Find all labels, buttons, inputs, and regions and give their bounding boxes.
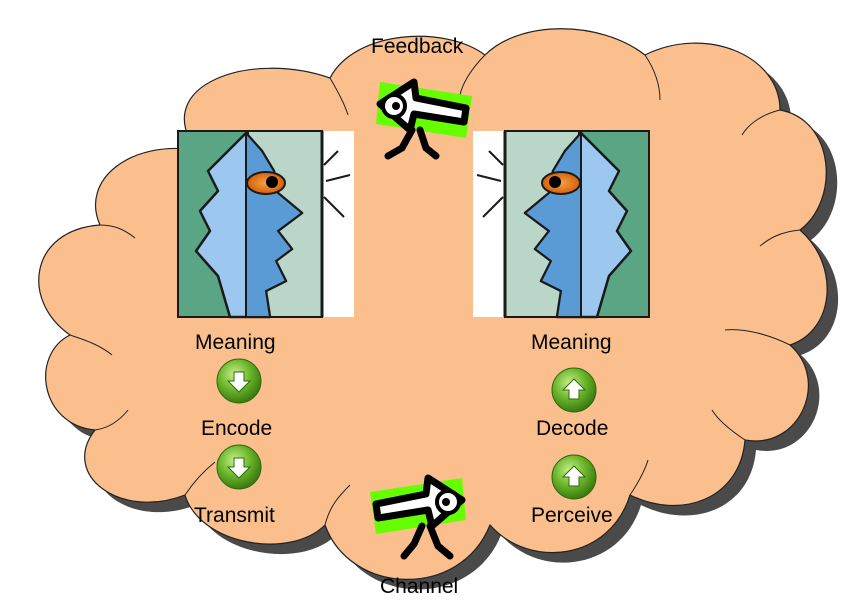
channel-walking-arrow-icon (370, 474, 466, 560)
left-face-icon (177, 130, 354, 319)
right-face-icon (473, 130, 650, 319)
encode-down-arrow-icon (216, 358, 262, 404)
channel-label: Channel (380, 575, 459, 598)
receiver-meaning-label: Meaning (531, 331, 612, 354)
perceive-up-arrow-icon (551, 454, 597, 500)
sender-meaning-label: Meaning (195, 331, 276, 354)
feedback-walking-arrow-icon (376, 78, 472, 160)
transmit-label: Transmit (194, 504, 275, 527)
feedback-label: Feedback (371, 35, 464, 58)
decode-label: Decode (536, 417, 609, 440)
perceive-label: Perceive (531, 504, 613, 527)
encode-label: Encode (201, 417, 273, 440)
decode-up-arrow-icon (551, 367, 597, 413)
transmit-down-arrow-icon (216, 444, 262, 490)
